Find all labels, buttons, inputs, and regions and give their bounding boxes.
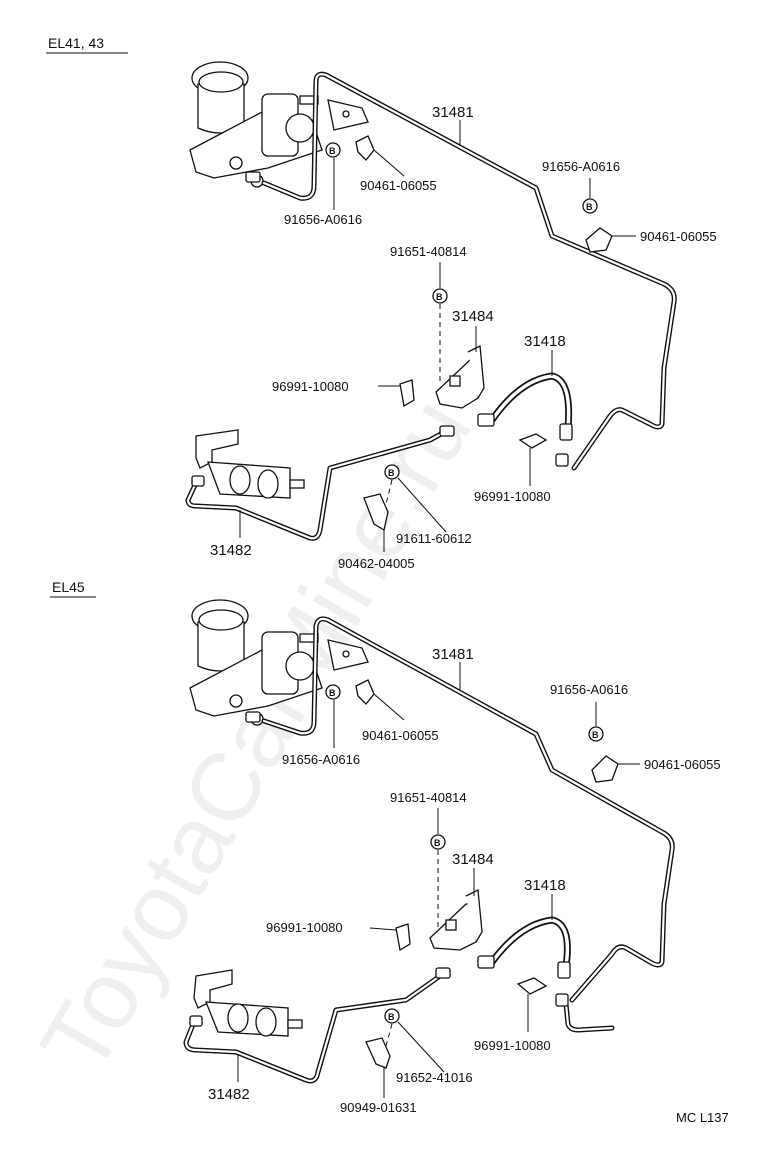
svg-text:B: B: [586, 202, 593, 212]
svg-text:B: B: [434, 838, 441, 848]
pipe-flare-nut: [439, 425, 455, 437]
part-label-hose-clip-right: 96991-10080: [474, 489, 551, 504]
pipe-flare-nut: [245, 171, 261, 183]
part-label-clamp-lower: 90949-01631: [340, 1100, 417, 1115]
clutch-master-cylinder: [189, 599, 369, 726]
badge-b: B: [325, 684, 341, 700]
part-label-clip-left: 90461-06055: [362, 728, 439, 743]
part-label-clip-left: 90461-06055: [360, 178, 437, 193]
illustration-code: MC L137: [676, 1110, 729, 1125]
clamp-lower: [365, 1037, 391, 1069]
hose-end-fitting: [477, 955, 495, 969]
part-label-31482: 31482: [208, 1086, 250, 1103]
clip-90461-right: [585, 227, 613, 253]
part-label-bolt-bracket: 91651-40814: [390, 244, 467, 259]
hose-clip-96991-right: [516, 977, 548, 995]
badge-b: B: [384, 464, 400, 480]
part-label-31418: 31418: [524, 877, 566, 894]
svg-text:B: B: [592, 730, 599, 740]
part-label-union-bolt-right: 91656-A0616: [542, 159, 620, 174]
pipe-flare-nut: [245, 711, 261, 723]
part-label-bolt-bracket: 91651-40814: [390, 790, 467, 805]
section-el45: EL45: [50, 579, 721, 1115]
part-label-bolt-lower: 91611-60612: [396, 531, 472, 546]
bracket-31484: [429, 888, 483, 951]
svg-text:B: B: [329, 146, 336, 156]
part-label-union-bolt-left: 91656-A0616: [282, 752, 360, 767]
clip-90461-left: [355, 135, 375, 161]
pipe-flare-nut: [189, 1015, 203, 1027]
section-title: EL41, 43: [48, 35, 104, 51]
hose-clip-96991-left: [395, 923, 411, 952]
pipe-31481: [261, 71, 677, 471]
clip-90461-right: [591, 755, 619, 783]
part-label-31484: 31484: [452, 308, 494, 325]
clutch-release-cylinder: [195, 429, 305, 499]
section-title: EL45: [52, 579, 85, 595]
part-label-31418: 31418: [524, 333, 566, 350]
hose-end-fitting: [557, 961, 571, 979]
pipe-flare-nut: [435, 967, 451, 979]
pipe-flare-nut: [191, 475, 205, 487]
part-label-clip-right: 90461-06055: [644, 757, 721, 772]
clutch-master-cylinder: [189, 61, 369, 188]
part-label-31482: 31482: [210, 542, 252, 559]
badge-b: B: [432, 288, 448, 304]
part-label-bolt-lower: 91652-41016: [396, 1070, 473, 1085]
svg-text:B: B: [388, 468, 395, 478]
svg-text:B: B: [388, 1012, 395, 1022]
part-label-clamp-lower: 90462-04005: [338, 556, 415, 571]
hose-end-fitting: [477, 413, 495, 427]
badge-b: B: [582, 198, 598, 214]
clip-90461-left: [355, 679, 375, 705]
part-label-clip-right: 90461-06055: [640, 229, 717, 244]
hose-clip-96991-right: [518, 433, 548, 449]
badge-b: B: [384, 1008, 400, 1024]
hose-clip-96991-left: [399, 379, 415, 408]
clutch-release-cylinder: [193, 969, 303, 1037]
clamp-lower: [363, 493, 389, 532]
badge-b: B: [588, 726, 604, 742]
hose-end-fitting: [559, 423, 573, 441]
part-label-31484: 31484: [452, 851, 494, 868]
svg-text:B: B: [329, 688, 336, 698]
bracket-31484: [435, 344, 485, 409]
section-el41-43: EL41, 43: [46, 35, 717, 571]
part-label-31481: 31481: [432, 104, 474, 121]
pipe-flare-nut: [555, 453, 569, 467]
svg-text:B: B: [436, 292, 443, 302]
part-label-union-bolt-right: 91656-A0616: [550, 682, 628, 697]
pipe-flare-nut: [555, 993, 569, 1007]
part-label-hose-clip-left: 96991-10080: [266, 920, 343, 935]
part-label-31481: 31481: [432, 646, 474, 663]
part-label-union-bolt-left: 91656-A0616: [284, 212, 362, 227]
part-label-hose-clip-left: 96991-10080: [272, 379, 349, 394]
badge-b: B: [430, 834, 446, 850]
badge-b: B: [325, 142, 341, 158]
part-label-hose-clip-right: 96991-10080: [474, 1038, 551, 1053]
